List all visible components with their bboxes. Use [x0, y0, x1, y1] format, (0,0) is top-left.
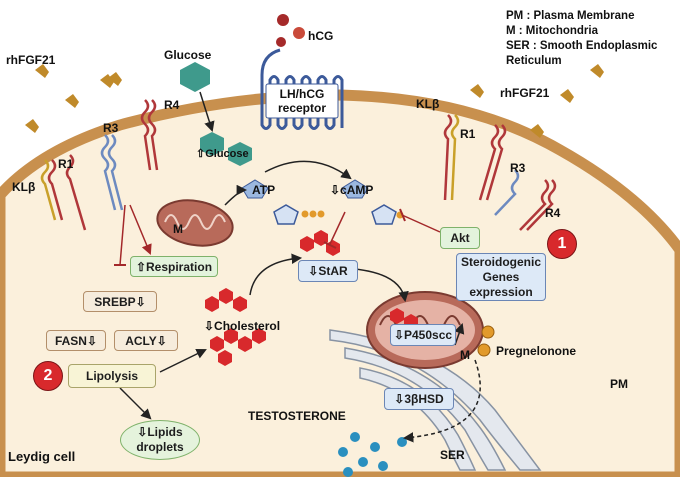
- glucose-inside-label: ⇧Glucose: [196, 148, 249, 160]
- receptor-to-respiration-arrow: [129, 204, 152, 255]
- fgf21-ligands-left: [25, 64, 122, 133]
- akt-to-camp-line: [401, 214, 441, 233]
- testosterone-molecules: [338, 432, 407, 477]
- p450-to-pregnenolone-arrow: [454, 323, 465, 346]
- klb-right-label: KLβ: [416, 97, 440, 111]
- ser-label: SER: [440, 448, 465, 462]
- steroidogenic-line3: expression: [469, 284, 533, 299]
- r4-right-label: R4: [545, 206, 561, 220]
- camp-shape: [341, 179, 369, 199]
- glucose-entry-arrow: [199, 91, 215, 133]
- atp-to-camp-arrow: [264, 160, 352, 180]
- camp-label: ⇩cAMP: [330, 183, 374, 197]
- steroidogenic-line1: Steroidogenic: [460, 254, 541, 269]
- fgf-receptors-right: [443, 114, 557, 231]
- r1-left-label: R1: [58, 157, 74, 171]
- cholesterol-label: ⇩Cholesterol: [204, 319, 281, 333]
- cholesterol-to-star-arrow: [249, 253, 303, 296]
- badge-1: 1: [547, 229, 577, 259]
- hcg-circle-3: [276, 37, 286, 47]
- hcg-label: hCG: [308, 29, 334, 43]
- lipolysis-to-lipids-arrow: [119, 387, 152, 420]
- atp-molecule: [273, 204, 325, 225]
- r1-right-label: R1: [460, 127, 476, 141]
- receptor-label-bg: [265, 83, 339, 119]
- lipids-droplets-ellipse: ⇩Lipids droplets: [120, 420, 200, 460]
- star-protein: [300, 230, 340, 256]
- badge-2: 2: [33, 361, 63, 391]
- mito-right-m-label: M: [460, 348, 470, 362]
- r3-left-label: R3: [103, 121, 119, 135]
- legend-line-m: M : Mitochondria: [506, 25, 598, 37]
- akt-box: Akt: [440, 227, 480, 249]
- akt-to-camp-bar: [399, 208, 406, 222]
- r4-left-label: R4: [164, 98, 180, 112]
- atp-label: ATP: [252, 183, 276, 197]
- mito-left-m-label: M: [173, 222, 183, 236]
- lipids-line1: ⇩Lipids: [137, 425, 183, 439]
- lipolysis-box: Lipolysis: [68, 364, 156, 388]
- pregnenolone-label: Pregnelonone: [496, 344, 577, 358]
- rhfgf21-right-label: rhFGF21: [500, 86, 550, 100]
- lipolysis-to-cholesterol-arrow: [159, 348, 207, 373]
- pm-label: PM: [610, 377, 628, 391]
- camp-molecule: [371, 204, 404, 225]
- rhfgf21-left-label: rhFGF21: [6, 53, 56, 67]
- lh-receptor-label-line1: LH/hCG: [279, 87, 325, 101]
- mito-to-atp-arrow: [224, 184, 248, 206]
- fasn-box: FASN⇩: [46, 330, 106, 351]
- glucose-label: Glucose: [164, 48, 212, 62]
- legend-line-ser-2: Reticulum: [506, 55, 562, 67]
- camp-to-star-line: [329, 211, 346, 245]
- lipids-line2: droplets: [136, 440, 184, 454]
- star-box: ⇩StAR: [298, 260, 358, 282]
- cell-name-label: Leydig cell: [8, 449, 76, 464]
- camp-to-star-bar: [323, 241, 337, 249]
- p450scc-box: ⇩P450scc: [390, 324, 456, 346]
- testosterone-label: TESTOSTERONE: [248, 409, 346, 423]
- klb-left-label: KLβ: [12, 180, 36, 194]
- hcg-circle-2: [293, 27, 305, 39]
- cell-body: [0, 89, 680, 477]
- atp-shape: [241, 179, 269, 199]
- fgf-receptors-left: [40, 99, 159, 231]
- glucose-inside-icon-2: [228, 142, 252, 166]
- legend: PM : Plasma Membrane M : Mitochondria SE…: [506, 9, 657, 69]
- pregnenolone-to-testosterone-arrow: [402, 359, 481, 443]
- cholesterol-molecules: [205, 288, 266, 366]
- pregnenolone-dot-2: [477, 343, 491, 357]
- mitochondrion-left: [156, 199, 234, 247]
- hcg-circle-1: [277, 14, 289, 26]
- acly-box: ACLY⇩: [114, 330, 178, 351]
- pregnenolone-dot-1: [481, 325, 495, 339]
- lh-receptor-label-line2: receptor: [277, 101, 327, 115]
- steroidogenic-line2: Genes: [482, 269, 520, 284]
- glucose-inside-icon: [200, 132, 224, 156]
- r3-right-label: R3: [510, 161, 526, 175]
- legend-line-pm: PM : Plasma Membrane: [506, 10, 635, 22]
- respiration-box: ⇧Respiration: [130, 256, 218, 277]
- glucose-outside-icon: [180, 62, 210, 92]
- receptor-to-srebp-line: [119, 204, 126, 266]
- srebp-box: SREBP⇩: [83, 291, 157, 312]
- fgf21-ligands-right: [470, 64, 604, 138]
- steroidogenic-genes-box: Steroidogenic Genes expression: [456, 253, 546, 301]
- 3bhsd-box: ⇩3βHSD: [384, 388, 454, 410]
- legend-line-ser: SER : Smooth Endoplasmic: [506, 40, 658, 52]
